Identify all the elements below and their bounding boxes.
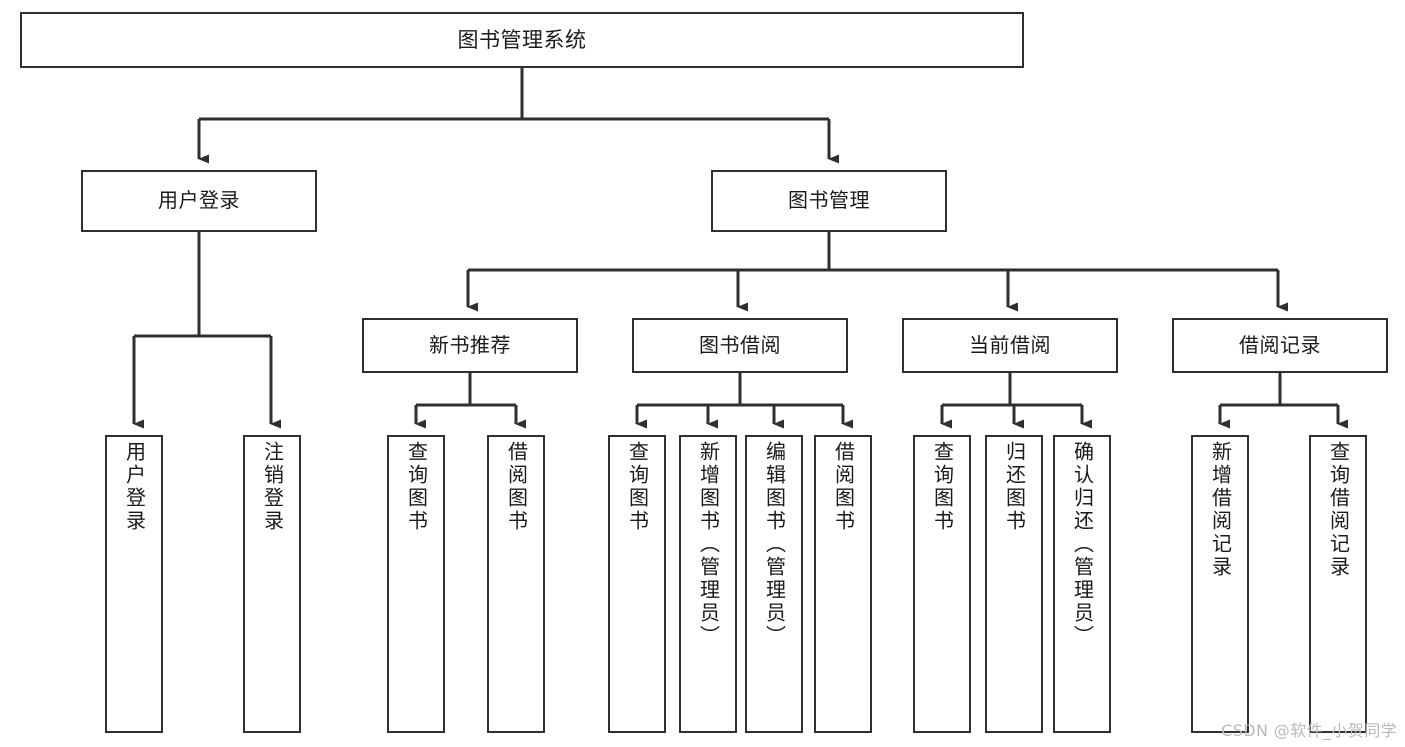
node-label: 图书管理 bbox=[788, 188, 870, 213]
node-leaf-query-record[interactable]: 查询借阅记录 bbox=[1309, 435, 1367, 733]
node-label: 确认归还（管理员） bbox=[1070, 441, 1095, 648]
node-label: 新书推荐 bbox=[429, 332, 511, 357]
node-leaf-confirm-return[interactable]: 确认归还（管理员） bbox=[1053, 435, 1111, 733]
node-book-borrow[interactable]: 图书借阅 bbox=[632, 318, 848, 373]
node-label: 编辑图书（管理员） bbox=[762, 441, 787, 648]
node-new-book-rec[interactable]: 新书推荐 bbox=[362, 318, 578, 373]
node-label: 当前借阅 bbox=[969, 332, 1051, 357]
node-label: 图书管理系统 bbox=[457, 27, 587, 52]
node-current-borrow[interactable]: 当前借阅 bbox=[902, 318, 1118, 373]
node-leaf-query-book-2[interactable]: 查询图书 bbox=[608, 435, 666, 733]
node-label: 图书借阅 bbox=[699, 332, 781, 357]
node-label: 归还图书 bbox=[1002, 441, 1027, 533]
node-leaf-user-login[interactable]: 用户登录 bbox=[105, 435, 163, 733]
node-label: 注销登录 bbox=[260, 441, 285, 533]
csdn-watermark: CSDN @软件_小贺同学 bbox=[1221, 721, 1397, 740]
node-leaf-return-book[interactable]: 归还图书 bbox=[985, 435, 1043, 733]
node-label: 查询借阅记录 bbox=[1326, 441, 1351, 579]
node-label: 借阅图书 bbox=[504, 441, 529, 533]
node-label: 新增借阅记录 bbox=[1208, 441, 1233, 579]
node-leaf-query-book-3[interactable]: 查询图书 bbox=[913, 435, 971, 733]
node-label: 借阅图书 bbox=[831, 441, 856, 533]
node-label: 借阅记录 bbox=[1239, 332, 1321, 357]
node-leaf-add-book[interactable]: 新增图书（管理员） bbox=[679, 435, 737, 733]
node-label: 用户登录 bbox=[122, 441, 147, 533]
node-leaf-borrow-book-1[interactable]: 借阅图书 bbox=[487, 435, 545, 733]
node-borrow-record[interactable]: 借阅记录 bbox=[1172, 318, 1388, 373]
node-label: 新增图书（管理员） bbox=[696, 441, 721, 648]
node-leaf-borrow-book-2[interactable]: 借阅图书 bbox=[814, 435, 872, 733]
node-label: 查询图书 bbox=[404, 441, 429, 533]
node-leaf-add-record[interactable]: 新增借阅记录 bbox=[1191, 435, 1249, 733]
node-label: 用户登录 bbox=[158, 188, 240, 213]
node-root[interactable]: 图书管理系统 bbox=[20, 12, 1024, 68]
node-leaf-edit-book[interactable]: 编辑图书（管理员） bbox=[745, 435, 803, 733]
node-user-login[interactable]: 用户登录 bbox=[81, 170, 317, 232]
node-label: 查询图书 bbox=[625, 441, 650, 533]
node-label: 查询图书 bbox=[930, 441, 955, 533]
node-book-manage[interactable]: 图书管理 bbox=[711, 170, 947, 232]
node-leaf-query-book-1[interactable]: 查询图书 bbox=[387, 435, 445, 733]
node-leaf-logout[interactable]: 注销登录 bbox=[243, 435, 301, 733]
